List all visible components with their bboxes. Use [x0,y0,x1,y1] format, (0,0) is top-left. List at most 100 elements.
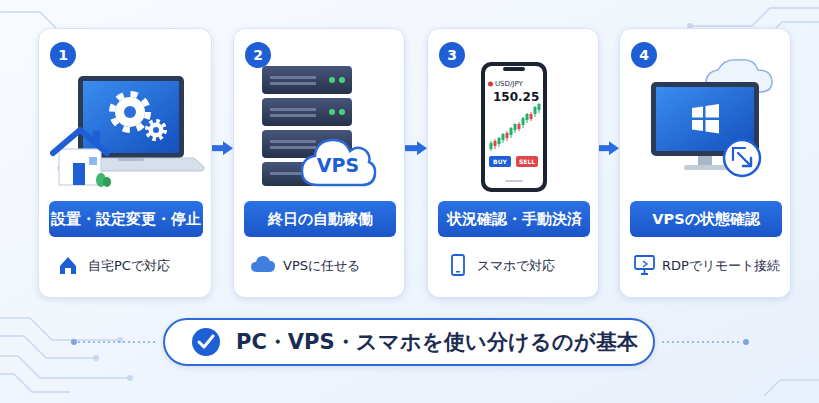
server-stack [339,141,345,147]
server-stack [270,76,316,79]
server-stack [262,66,352,94]
step-number-text: 2 [253,48,263,62]
cloud-icon [251,256,275,272]
laptop-illustration [58,76,204,171]
remote-connect-icon [738,153,750,165]
house-illustration [59,149,101,185]
candlestick-chart [498,138,501,144]
server-stack [262,98,352,126]
step-title: 設置・設定変更・停止 [51,212,201,227]
summary-text: PC・VPS・スマホを使い分けるのが基本 [236,332,638,353]
home-icon [60,257,76,274]
step-note: RDPでリモート接続 [662,257,780,275]
house-illustration [53,130,111,187]
server-stack [329,109,335,115]
step-number-text: 1 [58,48,68,62]
circuit-lines [0,8,819,396]
gear-icon [149,123,164,138]
candlestick-chart [535,106,536,117]
dotted-leader [71,339,77,345]
monitor-icon [635,256,654,274]
laptop-illustration [58,158,204,171]
candlestick-chart [522,118,525,125]
gear-icon [112,94,165,139]
candlestick-chart [519,122,520,131]
candlestick-chart [495,139,496,149]
smartphone-illustration [503,67,525,71]
step-title-band: VPSの状態確認 [630,201,782,237]
server-stack [270,114,316,117]
step-note: スマホで対応 [477,257,555,275]
server-stack [262,130,352,158]
server-stack [270,82,316,85]
step-number-text: 3 [447,48,457,62]
step-number: 3 [439,42,465,68]
step-number: 4 [631,42,657,68]
candlestick-chart [511,127,512,138]
step-number: 2 [245,42,271,68]
step-title: VPSの状態確認 [652,212,759,227]
server-stack [270,108,316,111]
house-illustration [73,163,85,185]
vps-cloud: VPS [298,134,378,190]
sell-button-label: SELL [519,159,535,165]
monitor-illustration [684,165,726,170]
flow-arrow [212,145,224,151]
remote-connect-icon [724,140,760,176]
circuit-lines [0,336,96,358]
server-stack [329,141,335,147]
gear-icon [147,121,165,139]
step-card: スマホで対応 3 状況確認・手動決済 [427,28,599,298]
step-title-band: 設置・設定変更・停止 [49,201,203,237]
step-card: 自宅PCで対応 1 設置・設定変更・停止 [38,28,212,298]
buy-button-label: BUY [493,159,507,165]
candlestick-chart [526,114,529,120]
price-value: 150.25 [493,91,539,103]
remote-connect-icon [724,140,760,176]
candlestick-chart [531,112,532,121]
home-icon [60,257,76,274]
cloud-label: VPS [298,154,378,176]
step-number-text: 4 [639,48,649,62]
candlestick-chart [523,117,524,128]
candlestick-chart [515,123,516,133]
step-note: 自宅PCで対応 [88,257,170,275]
candlestick-chart [507,131,508,141]
check-icon [192,328,220,356]
candlestick-chart [510,128,513,135]
step-card: RDPでリモート接続 4VPSの状態確認 [619,28,791,298]
gear-icon [153,127,159,133]
circuit-dots [127,375,133,381]
windows-logo [706,120,720,134]
smartphone-illustration [488,82,493,87]
candlestick-chart [518,124,521,129]
circuit-lines [0,12,56,28]
step-title-band: 状況確認・手動決済 [438,201,590,237]
candlestick-chart [490,143,493,149]
gear-icon [115,97,145,127]
candlestick-chart [503,133,504,143]
smartphone-illustration [505,180,523,182]
house-illustration [96,173,106,187]
step-note: VPSに任せる [283,257,360,275]
monitor-illustration [706,60,772,92]
candlestick-chart [502,134,505,140]
candlestick-chart [494,141,497,146]
phone-icon [452,255,464,275]
dotted-leader [78,341,156,343]
smartphone-illustration [481,62,547,192]
cloud-icon [251,256,275,272]
smartphone-illustration [481,62,547,192]
step-title: 状況確認・手動決済 [447,212,582,227]
smartphone-illustration [489,156,511,167]
candlestick-chart [499,137,500,147]
server-stack [262,162,352,186]
flow-arrow [405,145,418,151]
check-icon [199,336,213,347]
monitor-illustration [651,60,772,176]
server-stack [339,77,345,83]
circuit-lines [764,380,819,396]
house-illustration [93,131,100,145]
